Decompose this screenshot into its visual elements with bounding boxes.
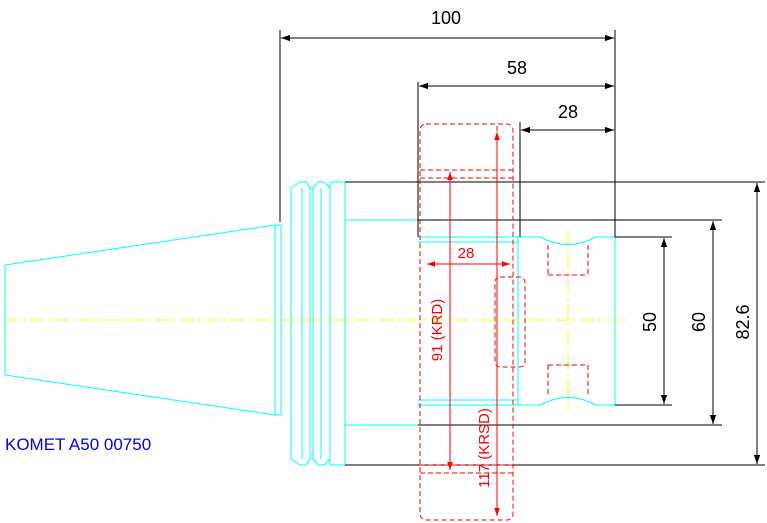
- front-bore: [517, 236, 616, 406]
- dim-flange-diameter: 82.6: [733, 304, 753, 339]
- part-caption: KOMET A50 00750: [5, 435, 151, 454]
- dim-nose-diameter: 60: [689, 312, 709, 332]
- insert-width-label: 28: [458, 245, 475, 262]
- centerlines: [5, 230, 630, 410]
- tool-holder-outline: [4, 181, 616, 466]
- dimension-lines: [279, 30, 765, 466]
- insert-dimension-lines: [427, 132, 510, 516]
- body: [344, 182, 418, 465]
- dim-body-length: 58: [507, 58, 527, 78]
- dim-bore-diameter: 50: [640, 312, 660, 332]
- insert-krd-label: 91 (KRD): [429, 299, 446, 362]
- dim-front-length: 28: [558, 102, 578, 122]
- insert-krsd-label: 117 (KRSD): [476, 408, 493, 488]
- dim-overall-length: 100: [431, 8, 461, 28]
- flange: [290, 181, 331, 466]
